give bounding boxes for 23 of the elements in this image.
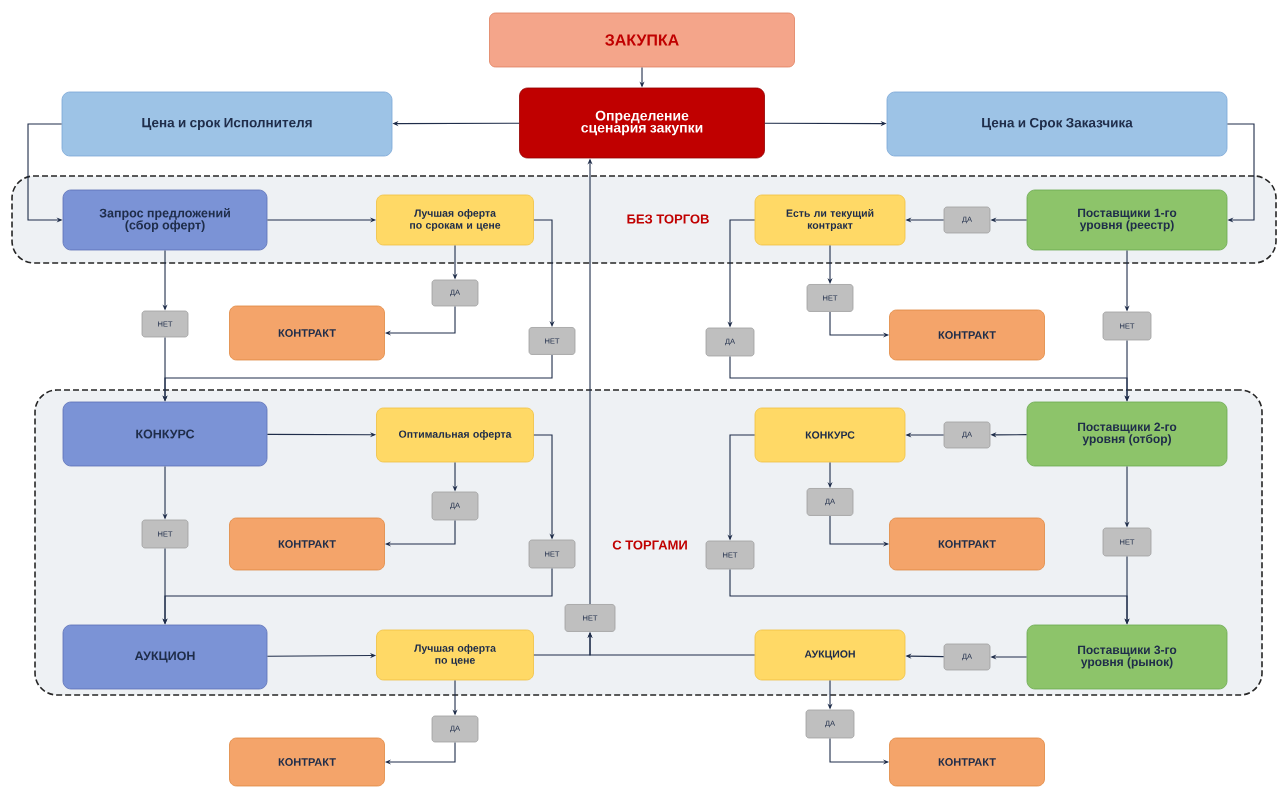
contract-box: КОНТРАКТ bbox=[229, 305, 385, 361]
contract-box: КОНТРАКТ bbox=[889, 517, 1045, 571]
decision-box: Лучшая оферта по срокам и цене bbox=[376, 194, 534, 246]
decision-box: АУКЦИОН bbox=[754, 629, 906, 681]
title-box: ЗАКУПКА bbox=[489, 12, 795, 68]
supplier-box: Поставщики 3-го уровня (рынок) bbox=[1026, 624, 1228, 690]
arrow bbox=[1226, 123, 1255, 223]
supplier-box: Поставщики 2-го уровня (отбор) bbox=[1026, 401, 1228, 467]
contract-box: КОНТРАКТ bbox=[229, 517, 385, 571]
supplier-box: Поставщики 1-го уровня (реестр) bbox=[1026, 189, 1228, 251]
contract-box: КОНТРАКТ bbox=[229, 737, 385, 787]
contract-box: КОНТРАКТ bbox=[889, 737, 1045, 787]
process-box: Цена и срок Исполнителя bbox=[61, 91, 393, 157]
decision-box: КОНКУРС bbox=[754, 407, 906, 463]
process-box: КОНКУРС bbox=[62, 401, 268, 467]
process-box: АУКЦИОН bbox=[62, 624, 268, 690]
contract-box: КОНТРАКТ bbox=[889, 309, 1045, 361]
process-box: Цена и Срок Заказчика bbox=[886, 91, 1228, 157]
decision-box: Лучшая оферта по цене bbox=[376, 629, 534, 681]
process-box: Запрос предложений (сбор оферт) bbox=[62, 189, 268, 251]
decision-box: Определение сценария закупки bbox=[519, 87, 765, 159]
decision-box: Оптимальная оферта bbox=[376, 407, 534, 463]
decision-box: Есть ли текущий контракт bbox=[754, 194, 906, 246]
